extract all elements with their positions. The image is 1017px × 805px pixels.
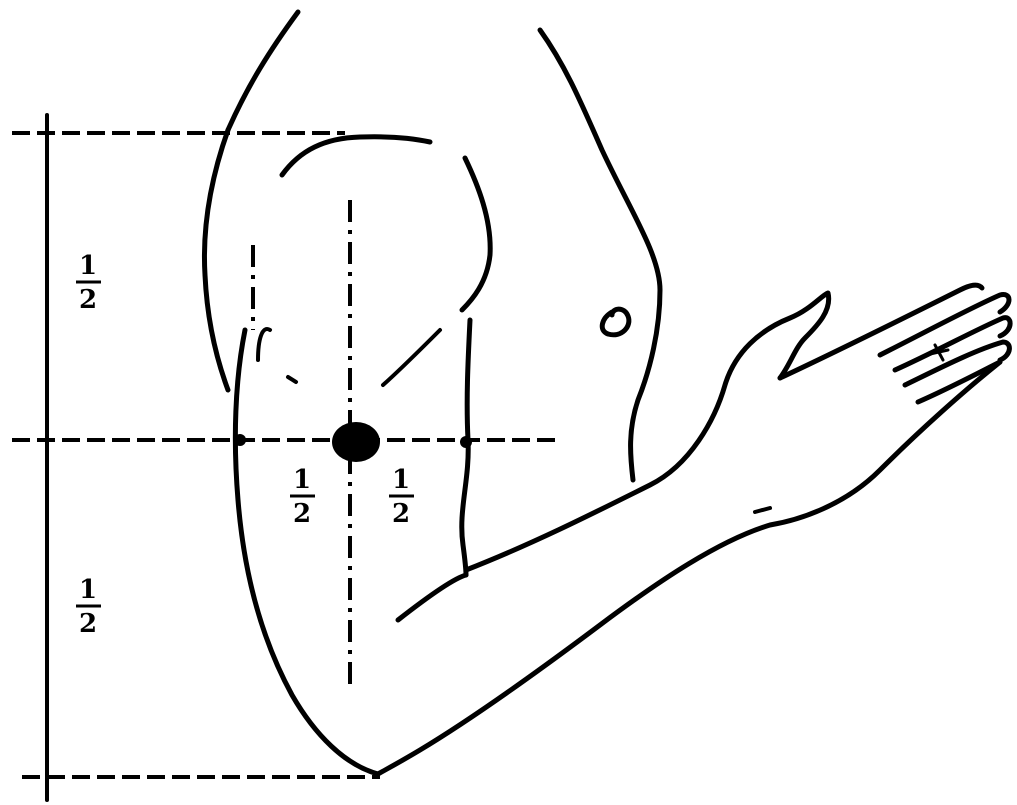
chest-inner-line — [383, 330, 440, 385]
small-mark — [288, 377, 296, 382]
shoulder-cap-outline — [282, 137, 430, 175]
fraction-left-half: 1 2 — [290, 465, 315, 529]
fraction-lower-half: 1 2 — [76, 575, 101, 639]
fraction-left-denominator: 2 — [293, 499, 311, 529]
wrist-mark — [755, 508, 770, 512]
armpit-hook — [258, 329, 270, 360]
left-edge-marker — [234, 434, 246, 446]
torso-right-outline — [540, 30, 660, 480]
neck-left-outline — [228, 12, 298, 130]
fraction-right-half: 1 2 — [389, 465, 414, 529]
shoulder-left-outline — [204, 130, 228, 390]
deltoid-outline — [462, 158, 490, 310]
midpoint-dot — [332, 422, 380, 462]
fraction-upper-half: 1 2 — [76, 251, 101, 315]
nipple-mark — [602, 309, 629, 335]
fraction-right-numerator: 1 — [392, 465, 410, 495]
elbow-crease-line — [398, 575, 466, 620]
fraction-right-denominator: 2 — [392, 499, 410, 529]
fraction-lower-numerator: 1 — [79, 575, 97, 605]
right-edge-marker — [460, 436, 472, 448]
fraction-lower-denominator: 2 — [79, 609, 97, 639]
upper-arm-outer-outline — [235, 330, 378, 774]
body-outline — [204, 12, 1010, 774]
fraction-upper-numerator: 1 — [79, 251, 97, 281]
forearm-upper-outline — [466, 293, 829, 570]
fraction-left-numerator: 1 — [293, 465, 311, 495]
fraction-upper-denominator: 2 — [79, 285, 97, 315]
